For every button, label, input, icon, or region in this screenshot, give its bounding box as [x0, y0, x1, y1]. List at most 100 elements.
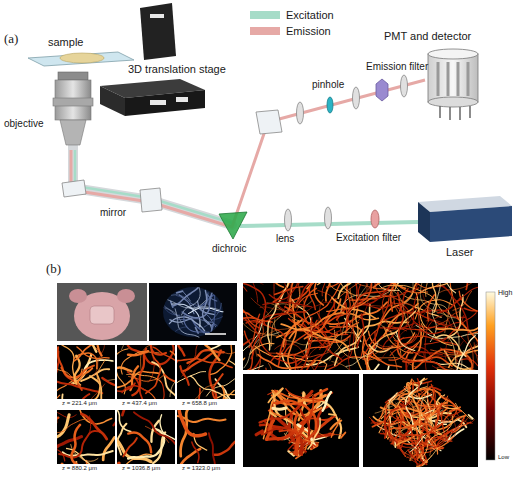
mouse-ear [117, 289, 135, 303]
blood-vessel [288, 445, 293, 450]
skull-outline [163, 287, 223, 337]
blood-vessel [273, 408, 286, 409]
blood-vessel [401, 393, 407, 395]
blood-vessel [455, 351, 464, 370]
blood-vessel [90, 376, 103, 399]
excitation-filter-symbol [371, 210, 379, 228]
depth-label: z = 1323.0 μm [182, 465, 220, 472]
blood-vessel [62, 394, 90, 399]
blood-vessel [390, 283, 402, 317]
blood-vessel [327, 296, 380, 311]
legend-swatch [250, 11, 280, 19]
blood-vessel [264, 429, 277, 434]
cranial-window [90, 306, 114, 324]
blood-vessel [63, 451, 113, 456]
pmt-pin [439, 106, 441, 118]
blood-vessel [470, 420, 474, 424]
lens-symbol [325, 207, 332, 229]
blood-vessel [260, 413, 292, 423]
vessel-layer [7, 226, 516, 481]
blood-vessel [72, 355, 91, 384]
blood-vessel [425, 386, 433, 404]
vessel-image [57, 410, 115, 464]
blood-vessel [418, 447, 426, 462]
blood-vessel [464, 418, 467, 423]
blood-vessel [243, 303, 272, 322]
blood-vessel [411, 450, 415, 461]
blood-vessel [211, 324, 213, 330]
stage-plate [140, 3, 176, 60]
blood-vessel [57, 437, 81, 454]
blood-vessel [289, 435, 300, 443]
blood-vessel [57, 410, 61, 423]
blood-vessel [204, 303, 221, 327]
blood-vessel [164, 374, 175, 383]
blood-vessel [117, 349, 128, 394]
blood-vessel [396, 395, 429, 416]
pmt-body [428, 54, 478, 102]
objective-tip [60, 120, 86, 145]
scale-bar [205, 333, 226, 335]
lens-symbol [353, 87, 360, 109]
blood-vessel [171, 295, 197, 309]
blood-vessel [421, 294, 430, 331]
blood-vessel [207, 294, 217, 301]
vessel-image [177, 345, 235, 399]
blood-vessel [309, 364, 327, 370]
blood-vessel [190, 376, 230, 399]
blood-vessel [170, 354, 175, 396]
blood-vessel [134, 412, 175, 447]
blood-vessel [456, 336, 475, 370]
pmt-bottom [428, 97, 478, 107]
mirror-symbol [256, 110, 282, 134]
blood-vessel [127, 374, 161, 382]
stage-knob [150, 14, 164, 18]
stage-base [125, 90, 205, 116]
blood-vessel [57, 415, 69, 438]
pinhole-symbol [327, 97, 333, 113]
blood-vessel [363, 336, 384, 370]
blood-vessel [245, 283, 257, 302]
depth-slice [57, 410, 115, 464]
objective-ring [53, 98, 93, 106]
blood-vessel [122, 386, 149, 393]
blood-vessel [404, 353, 460, 370]
part-label: dichroic [212, 243, 246, 255]
blood-vessel [390, 401, 410, 411]
blood-vessel [418, 379, 420, 390]
mirror-symbol [140, 188, 162, 212]
blood-vessel [243, 283, 283, 287]
part-label: sample [48, 36, 83, 49]
blood-vessel [318, 283, 381, 285]
blood-vessel [74, 345, 113, 361]
blood-vessel [229, 361, 235, 377]
blood-vessel [128, 433, 151, 453]
blood-vessel [259, 312, 306, 323]
blood-vessel [391, 415, 414, 448]
blood-vessel [203, 291, 209, 324]
blood-vessel [415, 312, 459, 330]
blood-vessel [122, 410, 131, 415]
colorbar [486, 292, 495, 460]
blood-vessel [350, 289, 357, 344]
blood-vessel [298, 397, 313, 434]
stage-base [100, 86, 125, 116]
mouse-photo [57, 283, 147, 341]
blood-vessel [381, 324, 406, 347]
legend-text: Excitation [286, 9, 334, 21]
part-label: mirror [100, 207, 126, 219]
pmt-dynode [457, 62, 460, 96]
blood-vessel [436, 310, 478, 330]
blood-vessel [57, 395, 60, 399]
blood-vessel [396, 435, 416, 446]
sample-slide [28, 52, 134, 66]
volume-render [243, 374, 359, 467]
blood-vessel [128, 351, 148, 355]
blood-vessel [243, 366, 263, 370]
panel-letter: (b) [46, 262, 61, 277]
blood-vessel [243, 341, 249, 358]
blood-vessel [321, 291, 350, 330]
vessel-image [117, 410, 175, 464]
blood-vessel [211, 345, 234, 374]
